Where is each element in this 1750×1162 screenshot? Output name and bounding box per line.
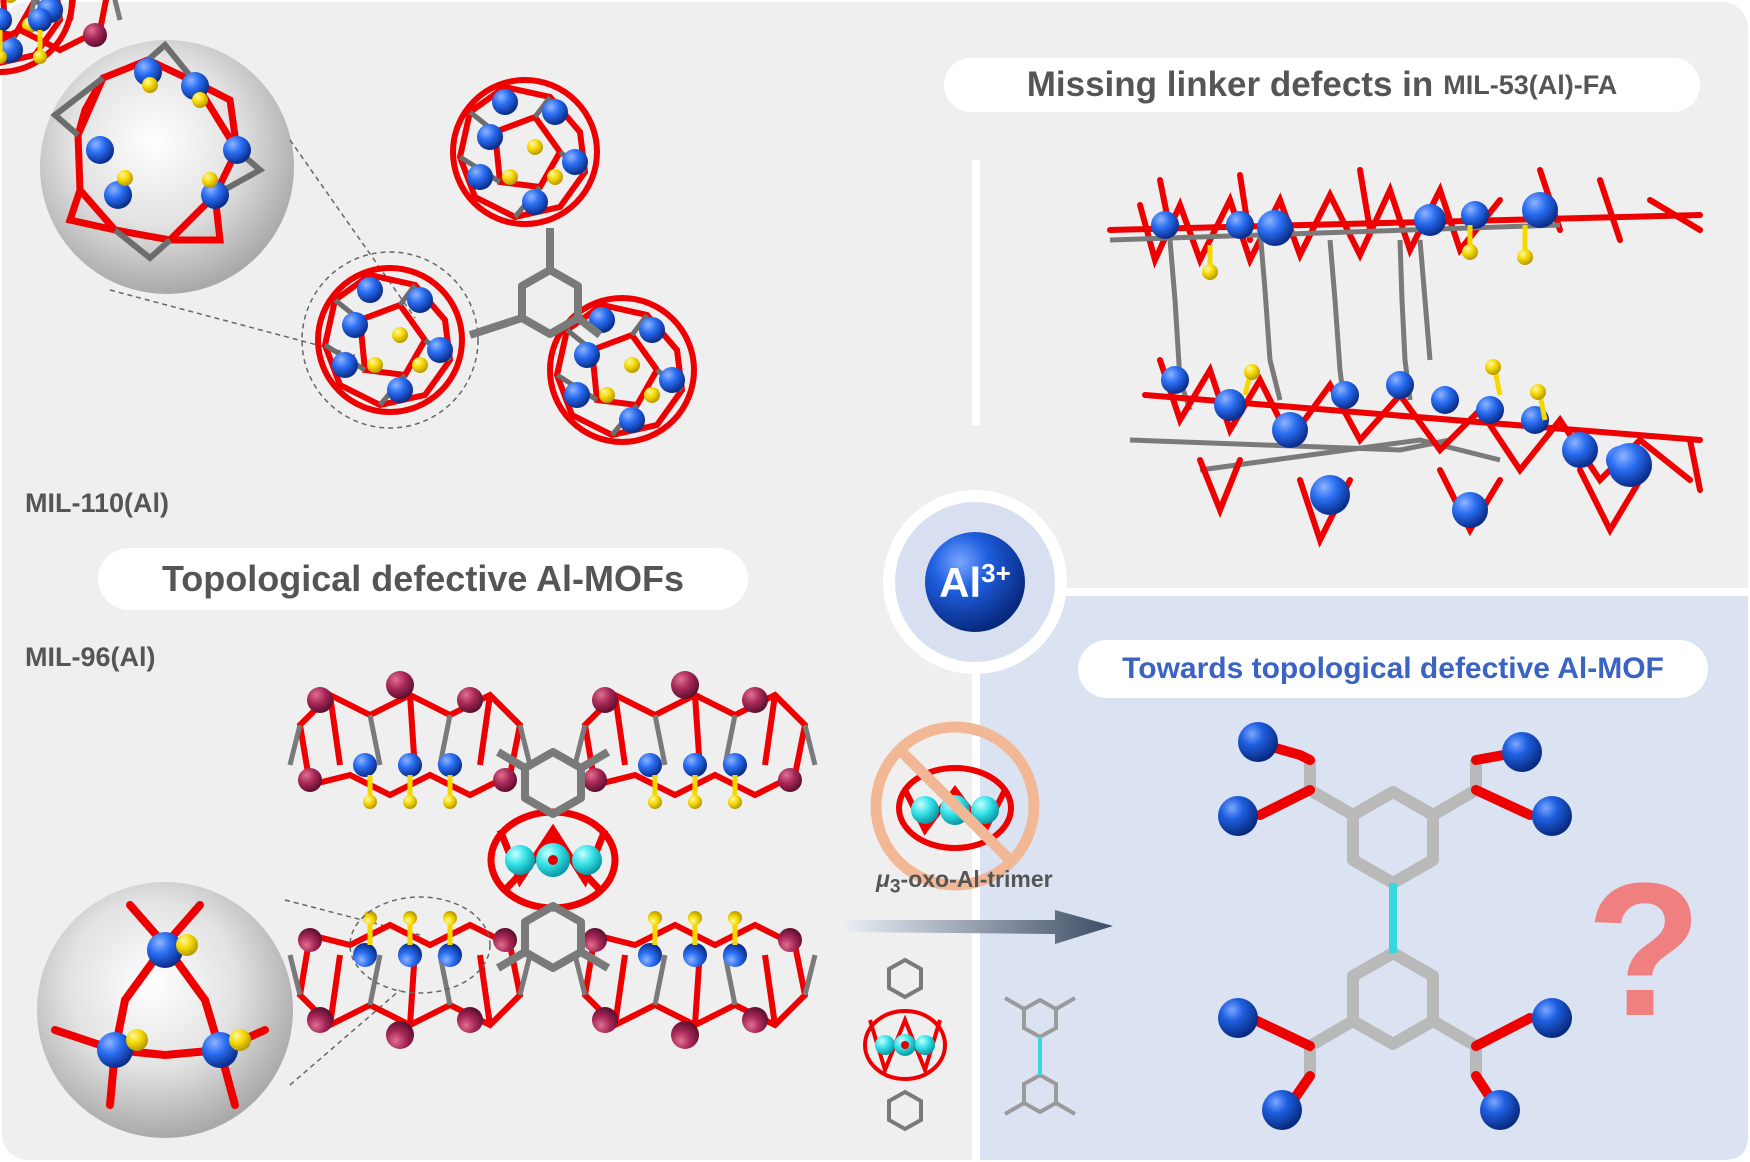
reaction-arrow (845, 910, 1113, 944)
target-linker (1218, 722, 1572, 1130)
small-trimer-linker (863, 957, 947, 1132)
mil110-structure (0, 0, 694, 442)
al-ion-charge: 3+ (981, 558, 1011, 588)
al-ion-symbol: Al (939, 559, 982, 606)
trimer-label-text: -oxo-Al-trimer (900, 866, 1053, 892)
trimer-label-sub: 3 (889, 876, 901, 898)
trimer-label-mu: μ (876, 866, 890, 892)
al-ion-label: Al3+ (920, 558, 1030, 607)
mil110-label: MIL-110(Al) (25, 488, 170, 518)
mil96-label: MIL-96(Al) (25, 642, 156, 672)
al-ion-sphere (925, 532, 1025, 632)
mil96-zoom-sphere (37, 882, 293, 1138)
towards-title: Towards topological defective Al-MOF (1078, 640, 1708, 698)
topological-title: Topological defective Al-MOFs (98, 548, 748, 610)
mil96-structure (0, 0, 815, 1138)
question-mark: ? (1586, 844, 1703, 1056)
mil53-structure (1107, 167, 1703, 548)
small-biphenyl-linker (1003, 996, 1077, 1116)
forbidden-trimer (870, 721, 1040, 891)
missing-linker-title-main: Missing linker defects in (1026, 65, 1434, 104)
missing-linker-material: MIL-53(Al)-FA (1443, 69, 1618, 100)
missing-linker-title: Missing linker defects in MIL-53(Al)-FA (944, 58, 1700, 112)
trimer-label: μ3-oxo-Al-trimer (876, 866, 1053, 899)
